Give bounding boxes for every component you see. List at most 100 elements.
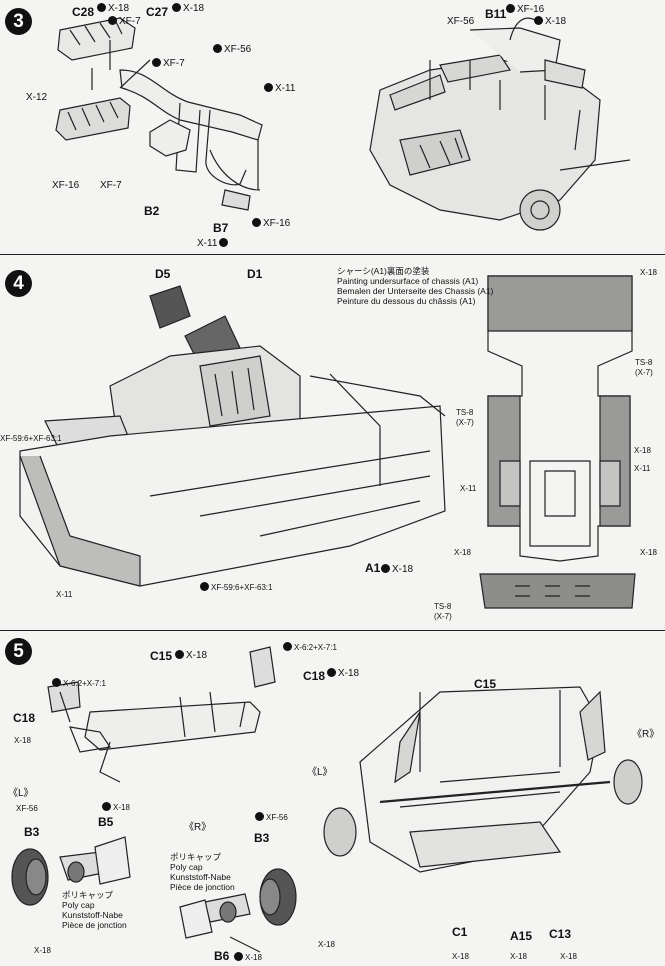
paint-x18-label: X-18	[34, 946, 51, 955]
note-german: Bemalen der Unterseite des Chassis (A1)	[337, 286, 494, 296]
part-b5-label: B5	[98, 815, 114, 829]
paint-dot-icon	[506, 4, 515, 13]
side-left-label: 《L》	[307, 767, 333, 778]
paint-dot-icon	[108, 16, 117, 25]
paint-dot-icon	[52, 678, 61, 687]
paint-xf16-label: XF-16	[506, 4, 544, 15]
note-english: Poly cap	[62, 900, 95, 910]
paint-x7-label: (X-7)	[434, 612, 452, 621]
paint-x18-label: X-18	[454, 548, 471, 557]
note-german: Kunststoff-Nabe	[62, 910, 123, 920]
note-english: Painting undersurface of chassis (A1)	[337, 276, 479, 286]
side-right-label: 《R》	[184, 822, 212, 833]
paint-dot-icon	[175, 650, 184, 659]
step-3-panel: 3	[0, 0, 665, 252]
part-c15-label: C15	[150, 649, 173, 663]
paint-x18-label: X-18	[452, 952, 469, 961]
paint-x18-label: X-18	[510, 952, 527, 961]
paint-x18-label: X-18	[234, 952, 262, 962]
paint-x11-label: X-11	[460, 484, 477, 493]
paint-x7-label: (X-7)	[635, 368, 653, 377]
side-left-label: 《L》	[8, 788, 34, 799]
paint-xf59-label: XF-59:6+XF-63:1	[200, 582, 273, 592]
paint-x18-label: X-18	[172, 3, 204, 14]
side-right-label: 《R》	[632, 729, 660, 740]
paint-x18-label: X-18	[640, 268, 657, 277]
paint-dot-icon	[534, 16, 543, 25]
part-b3-label: B3	[24, 825, 40, 839]
part-c27-label: C27	[146, 5, 169, 19]
paint-dot-icon	[200, 582, 209, 591]
paint-x18-label: X-18	[175, 650, 207, 661]
step-number-badge: 5	[5, 638, 32, 665]
part-c18-label: C18	[13, 711, 36, 725]
paint-dot-icon	[327, 668, 336, 677]
part-c13-label: C13	[549, 927, 572, 941]
note-french: Pièce de jonction	[170, 882, 235, 892]
paint-xf16-label: XF-16	[252, 218, 290, 229]
paint-xf59-label: XF-59:6+XF-63:1	[0, 434, 62, 443]
paint-dot-icon	[252, 218, 261, 227]
note-french: Peinture du dessous du châssis (A1)	[337, 296, 476, 306]
part-c18-label: C18	[303, 669, 326, 683]
paint-x11-label: X-11	[264, 83, 295, 94]
paint-x18-label: X-18	[381, 564, 413, 575]
paint-xf56-label: XF-56	[447, 16, 475, 27]
step-divider	[0, 254, 665, 255]
paint-dot-icon	[213, 44, 222, 53]
paint-dot-icon	[97, 3, 106, 12]
poly-cap-note: ポリキャップ Poly cap Kunststoff-Nabe Pièce de…	[170, 852, 235, 892]
step-5-panel: 5	[0, 632, 665, 966]
paint-xf7-label: XF-7	[100, 180, 122, 191]
part-d5-label: D5	[155, 267, 171, 281]
paint-dot-icon	[219, 238, 229, 247]
paint-x18-label: X-18	[640, 548, 657, 557]
part-c15-label: C15	[474, 677, 497, 691]
note-french: Pièce de jonction	[62, 920, 127, 930]
chassis-paint-note: シャーシ(A1)裏面の塗装 Painting undersurface of c…	[337, 266, 493, 306]
part-b2-label: B2	[144, 204, 160, 218]
step-divider	[0, 630, 665, 631]
part-b6-label: B6	[214, 949, 230, 963]
paint-ts8-label: TS-8	[456, 408, 474, 417]
suspension-drawing	[11, 646, 643, 953]
paint-dot-icon	[234, 952, 243, 961]
part-b11-label: B11	[485, 7, 507, 21]
part-c28-label: C28	[72, 5, 95, 19]
paint-ts8-label: TS-8	[434, 602, 452, 611]
paint-dot-icon	[102, 802, 111, 811]
paint-dot-icon	[283, 642, 292, 651]
note-japanese: ポリキャップ	[170, 852, 222, 862]
chassis-engine-drawing	[19, 275, 636, 609]
paint-dot-icon	[255, 812, 264, 821]
paint-x18-label: X-18	[318, 940, 335, 949]
part-a15-label: A15	[510, 929, 533, 943]
note-japanese: シャーシ(A1)裏面の塗装	[337, 266, 430, 276]
note-japanese: ポリキャップ	[62, 890, 114, 900]
part-c1-label: C1	[452, 925, 468, 939]
paint-xf7-label: XF-7	[108, 16, 141, 27]
paint-xf7-label: XF-7	[152, 58, 185, 69]
part-b7-label: B7	[213, 221, 229, 235]
paint-xf56-label: XF-56	[213, 44, 251, 55]
paint-xf56-label: XF-56	[16, 804, 38, 813]
paint-x11-label: X-11	[634, 464, 651, 473]
paint-dot-icon	[152, 58, 161, 67]
paint-x18-label: X-18	[327, 668, 359, 679]
paint-x18-label: X-18	[634, 446, 651, 455]
paint-x12-label: X-12	[26, 92, 48, 103]
part-a1-label: A1	[365, 561, 381, 575]
paint-dot-icon	[264, 83, 273, 92]
step-number-badge: 3	[5, 8, 32, 35]
poly-cap-note: ポリキャップ Poly cap Kunststoff-Nabe Pièce de…	[62, 890, 127, 930]
paint-dot-icon	[381, 564, 390, 573]
paint-xf56-label: XF-56	[255, 812, 288, 822]
step-number-badge: 4	[5, 270, 32, 297]
paint-x7-label: (X-7)	[456, 418, 474, 427]
part-b3-label: B3	[254, 831, 270, 845]
note-german: Kunststoff-Nabe	[170, 872, 231, 882]
paint-x11-label: X-11	[56, 590, 73, 599]
paint-x18-label: X-18	[14, 736, 31, 745]
paint-dot-icon	[172, 3, 181, 12]
step-4-panel: 4 D5 D1	[0, 256, 665, 628]
